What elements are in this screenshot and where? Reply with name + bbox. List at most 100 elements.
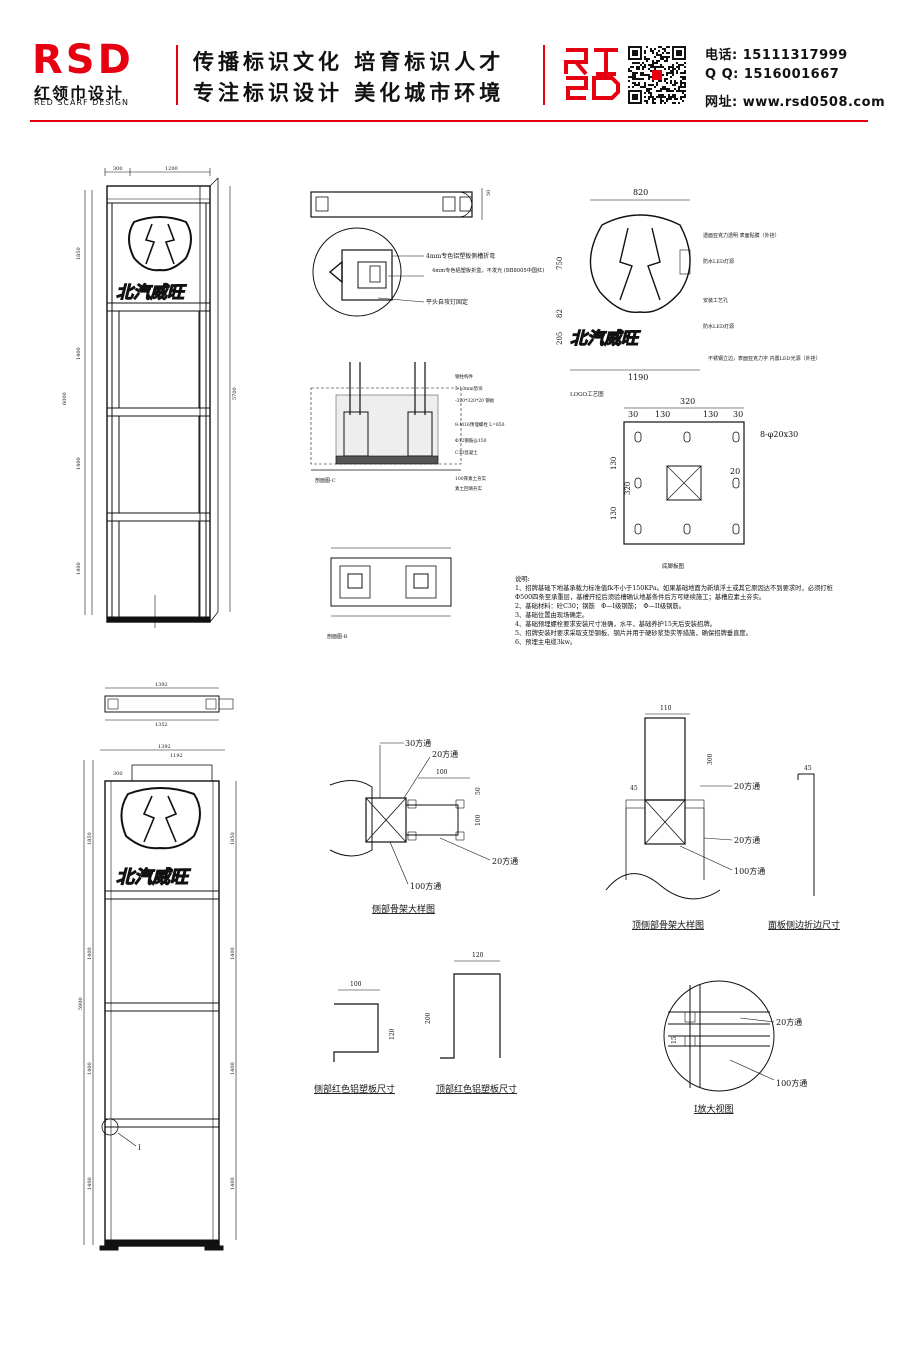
- foundation-note: 5-10mm垫块: [455, 385, 483, 392]
- foundation-note: 素土回填夯实: [455, 485, 482, 492]
- dim-label: 1192: [170, 753, 183, 759]
- tube-label: 20方通: [734, 835, 760, 845]
- dim-label: 300: [113, 166, 123, 172]
- logo-caption: LOGO工艺图: [570, 390, 604, 398]
- notes-title: 说明:: [515, 576, 530, 583]
- note-item: 5、招牌安装时要求采取支垫钢板、钢片并用于硬砂浆垫实等措施，确保招牌垂直度。: [515, 630, 752, 637]
- dim-label: 120: [472, 952, 484, 959]
- sign-elevation-front: 300 1200 北汽威旺 6000 1850 1400 1400 1400 5…: [62, 166, 238, 628]
- logo-label: 防水LED灯源: [703, 323, 734, 330]
- dim-label: 15: [671, 1036, 678, 1044]
- dim-label: 50: [475, 787, 482, 795]
- tube-label: 30方通: [405, 738, 431, 748]
- dim-label: 1352: [155, 722, 168, 728]
- dim-label: 1400: [230, 1062, 236, 1075]
- brand-logo: RSD: [32, 37, 134, 83]
- tube-label: 20方通: [734, 781, 760, 791]
- top-side-frame-caption: 顶侧部骨架大样图: [632, 919, 704, 931]
- dim-label: 5700: [232, 387, 238, 400]
- foundation-note: C30混凝土: [455, 449, 478, 456]
- note-item: 1、招牌基础下地基承载力标准值fk不小于150KPa。如果基础地面为新填浮土或其…: [515, 585, 833, 601]
- dim-label: 1400: [230, 1177, 236, 1190]
- dim-label: 45: [630, 785, 638, 792]
- contact-phone: 电话: 15111317999: [705, 48, 848, 63]
- plan-section-detail: 50 4mm专色铝塑板侧槽折弯 4mm专色铝塑板折盒，不发光 (BB8005中国…: [310, 188, 544, 317]
- dim-label: 1850: [76, 247, 82, 260]
- brand-name-cn: 红领巾设计: [34, 84, 125, 103]
- note-item: 2、基础材料：砼C30；钢筋 Φ—I级钢筋； Φ—II级钢筋。: [515, 603, 686, 610]
- logo-label: 安装工艺孔: [703, 297, 728, 304]
- dim-label: 110: [660, 705, 672, 712]
- dim-label: 750: [556, 257, 564, 270]
- dim-label: 1850: [87, 832, 93, 845]
- construction-notes: 说明: 1、招牌基础下地基承载力标准值fk不小于150KPa。如果基础地面为新填…: [515, 575, 845, 647]
- dim-label: 1400: [230, 947, 236, 960]
- logo-process-drawing: 820 750 205 82 北汽威旺 1190 透面亚克力透明 表面贴膜（外挂…: [556, 188, 821, 398]
- logo-label: 不锈钢立边，表面亚克力字 内置LED光源（外挂）: [708, 355, 821, 362]
- tube-label: 20方通: [492, 856, 518, 866]
- foundation-note: 8-M16预埋螺栓 L=850: [455, 421, 505, 428]
- dim-label: 320: [624, 482, 632, 495]
- baseplate-caption: 底脚板图: [662, 562, 685, 570]
- dim-label: 1190: [628, 373, 648, 382]
- dim-label: 205: [556, 332, 564, 345]
- dim-label: 1850: [230, 832, 236, 845]
- hole-label: 8-φ20x30: [760, 430, 798, 439]
- page-header: RSD 红领巾设计 RED SCARF DESIGN 传播标识文化 培育标识人才…: [0, 0, 900, 125]
- dim-label: 1400: [87, 947, 93, 960]
- logo-label: 防水LED灯源: [703, 258, 734, 265]
- divider: [543, 45, 545, 105]
- dim-label: 1400: [76, 457, 82, 470]
- slogan-line-2: 专注标识设计 美化城市环境: [193, 81, 505, 105]
- header-rule: [30, 120, 868, 122]
- top-panel-caption: 顶部红色铝塑板尺寸: [436, 1083, 517, 1095]
- panel-fold-caption: 面板侧边折边尺寸: [768, 919, 840, 931]
- side-frame-caption: 侧部骨架大样图: [372, 903, 435, 915]
- note-item: 4、基础预埋螺栓要求安装尺寸准确，水平，基础养护15天后安装招牌。: [515, 621, 716, 628]
- dim-label: 130: [655, 410, 670, 419]
- sign-brand-text: 北汽威旺: [116, 283, 187, 303]
- sign-elevation-side: 1392 1352 1392 1192 300 北汽威旺 I 5900 1850…: [78, 682, 237, 1251]
- tube-label: 100方通: [734, 866, 765, 876]
- divider: [176, 45, 178, 105]
- dim-label: 1400: [76, 347, 82, 360]
- tube-label: 20方通: [432, 749, 458, 759]
- sign-brand-text: 北汽威旺: [116, 867, 191, 888]
- rsd-seal-logo: [564, 48, 620, 100]
- contact-website[interactable]: 网址: www.rsd0508.com: [705, 95, 886, 110]
- top-red-panel-size: 120 200 顶部红色铝塑板尺寸: [425, 952, 517, 1095]
- dim-label: 1392: [155, 682, 168, 688]
- dim-label: 130: [703, 410, 718, 419]
- dim-label: 300: [113, 771, 123, 777]
- foundation-section-b: 剖面图-B: [327, 547, 452, 640]
- dim-label: 130: [610, 507, 618, 520]
- dim-label: 120: [389, 1028, 396, 1040]
- top-side-frame-detail: 110 300 45 20方通 20方通 100方通 顶侧部骨架大样图: [605, 705, 765, 931]
- side-panel-caption: 侧部红色铝塑板尺寸: [314, 1083, 395, 1095]
- section-c-label: 剖面图-C: [315, 477, 336, 484]
- tube-label: 100方通: [776, 1078, 807, 1088]
- dim-label: 1392: [158, 744, 171, 750]
- dim-label: 100: [350, 981, 362, 988]
- slogan-line-1: 传播标识文化 培育标识人才: [193, 50, 505, 74]
- dim-label: 320: [680, 397, 695, 406]
- logo-brand-text: 北汽威旺: [570, 329, 641, 349]
- contact-qq: Q Q: 1516001667: [705, 67, 840, 82]
- dim-label: 1400: [87, 1062, 93, 1075]
- foundation-section-c: 剖面图-C 钢柱构件 5-10mm垫块 -320*320*20 钢板 8-M16…: [310, 362, 505, 492]
- dim-label: 200: [425, 1012, 432, 1024]
- dim-label: 45: [804, 765, 812, 772]
- dim-label: 30: [733, 410, 743, 419]
- note-item: 6、预埋主电缆3kw。: [515, 639, 577, 646]
- dim-label: 30: [628, 410, 638, 419]
- qr-code[interactable]: [628, 46, 686, 104]
- panel-fold-detail: 45 面板侧边折边尺寸: [768, 765, 840, 931]
- dim-label: 5900: [78, 997, 84, 1010]
- dim-label: 100: [475, 814, 482, 826]
- dim-label: 20: [730, 467, 740, 476]
- brand-name-en: RED SCARF DESIGN: [34, 98, 129, 107]
- foundation-note: 100厚素土夯实: [455, 475, 487, 482]
- dim-label: 50: [486, 190, 492, 196]
- tube-label: 20方通: [776, 1017, 802, 1027]
